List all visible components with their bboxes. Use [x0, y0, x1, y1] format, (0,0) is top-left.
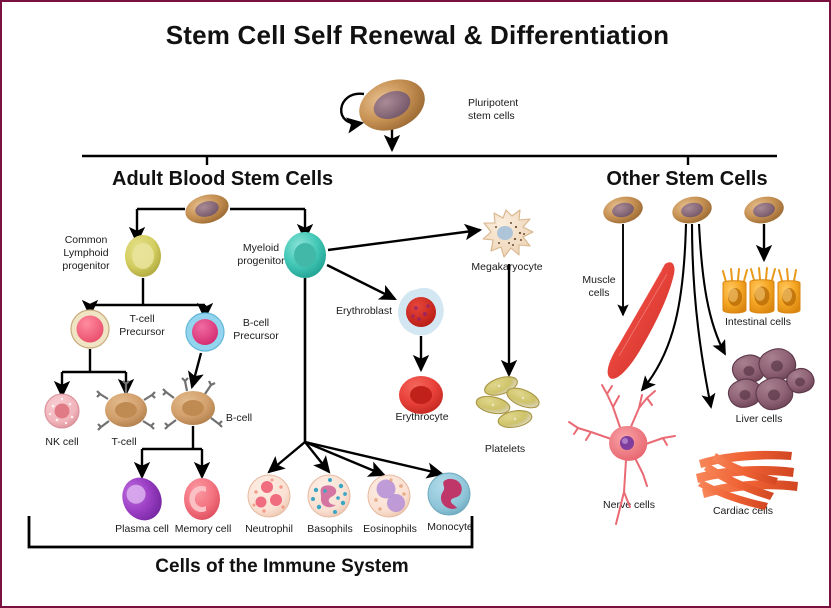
arrow-to-cardiac	[690, 223, 716, 409]
label-pluripotent: Pluripotent stem cells	[468, 97, 519, 122]
cell-eosinophil	[367, 474, 411, 518]
section-header-adult-blood: Adult Blood Stem Cells	[112, 168, 334, 190]
page-title: Stem Cell Self Renewal & Differentiation	[165, 20, 670, 50]
label-platelets: Platelets	[484, 443, 526, 455]
cell-stem-cell-intestinal-source	[744, 196, 784, 224]
cell-t-cell	[96, 380, 156, 431]
label-t-cell-precursor: T-cell Precursor	[119, 313, 165, 338]
cell-basophil	[307, 474, 351, 518]
arrow-to-bcell	[187, 352, 204, 390]
arrow-to-monocyte	[304, 440, 445, 479]
cell-plasma-cell	[122, 477, 162, 521]
label-t-cell: T-cell	[111, 436, 137, 448]
label-neutrophil: Neutrophil	[245, 523, 293, 535]
cell-natural-killer-cell	[44, 393, 80, 429]
cell-erythroblast	[398, 287, 444, 336]
label-b-cell: B-cell	[225, 412, 253, 424]
cell-intestinal-cells	[722, 267, 801, 314]
arrow-to-megakaryocyte	[327, 223, 483, 252]
label-intestinal-cells: Intestinal cells	[725, 316, 791, 328]
cell-platelets	[475, 376, 540, 428]
arrow-to-eosinophils	[304, 440, 386, 477]
cell-stem-cell-mid-source	[672, 196, 712, 224]
label-common-lymphoid-progenitor: Common Lymphoid progenitor	[62, 234, 110, 272]
cell-neutrophil	[247, 474, 291, 518]
cell-hematopoietic-stem-cell	[185, 194, 229, 224]
cell-t-cell-precursor	[70, 309, 110, 349]
cell-memory-cell	[184, 478, 220, 520]
cell-b-cell-precursor	[185, 312, 225, 352]
label-monocyte: Monocyte	[427, 521, 473, 533]
cell-b-cell	[162, 377, 223, 430]
bracket-immune-system	[27, 516, 474, 549]
cell-liver-cells	[727, 348, 815, 411]
cell-megakaryocyte	[482, 209, 534, 258]
label-eosinophils: Eosinophils	[363, 523, 417, 535]
label-myeloid-progenitor: Myeloid progenitor	[237, 242, 285, 267]
label-muscle-cells: Muscle cells	[582, 274, 616, 299]
label-b-cell-precursor: B-cell Precursor	[233, 317, 279, 342]
cell-myeloid-progenitor	[284, 232, 326, 278]
cell-stem-cell-muscle-source	[603, 196, 643, 224]
cell-nerve-cells	[568, 384, 676, 525]
footer-caption: Cells of the Immune System	[155, 556, 409, 577]
arrow-to-nerve	[640, 223, 688, 392]
arrow-self-renewal	[340, 92, 365, 134]
label-plasma-cell: Plasma cell	[115, 523, 169, 535]
label-nk-cell: NK cell	[45, 436, 79, 448]
cell-monocyte	[427, 472, 471, 516]
arrow-to-basophils	[304, 441, 331, 474]
arrow-to-liver	[697, 223, 726, 356]
label-erythrocyte: Erythrocyte	[395, 411, 449, 423]
label-nerve-cells: Nerve cells	[603, 499, 655, 511]
label-megakaryocyte: Megakaryocyte	[471, 261, 543, 273]
cell-common-lymphoid-progenitor	[125, 235, 161, 277]
label-erythroblast: Erythroblast	[335, 305, 393, 317]
label-memory-cell: Memory cell	[174, 523, 232, 535]
arrow-to-erythroblast	[326, 263, 397, 301]
cell-pluripotent-stem-cell	[359, 79, 425, 131]
label-liver-cells: Liver cells	[735, 413, 783, 425]
arrow-to-neutrophil	[267, 441, 306, 474]
cell-erythrocyte	[399, 376, 443, 414]
section-header-other-stem: Other Stem Cells	[606, 168, 768, 190]
label-basophils: Basophils	[307, 523, 353, 535]
cell-cardiac-cells	[696, 450, 798, 510]
cell-muscle-cells	[607, 262, 675, 379]
